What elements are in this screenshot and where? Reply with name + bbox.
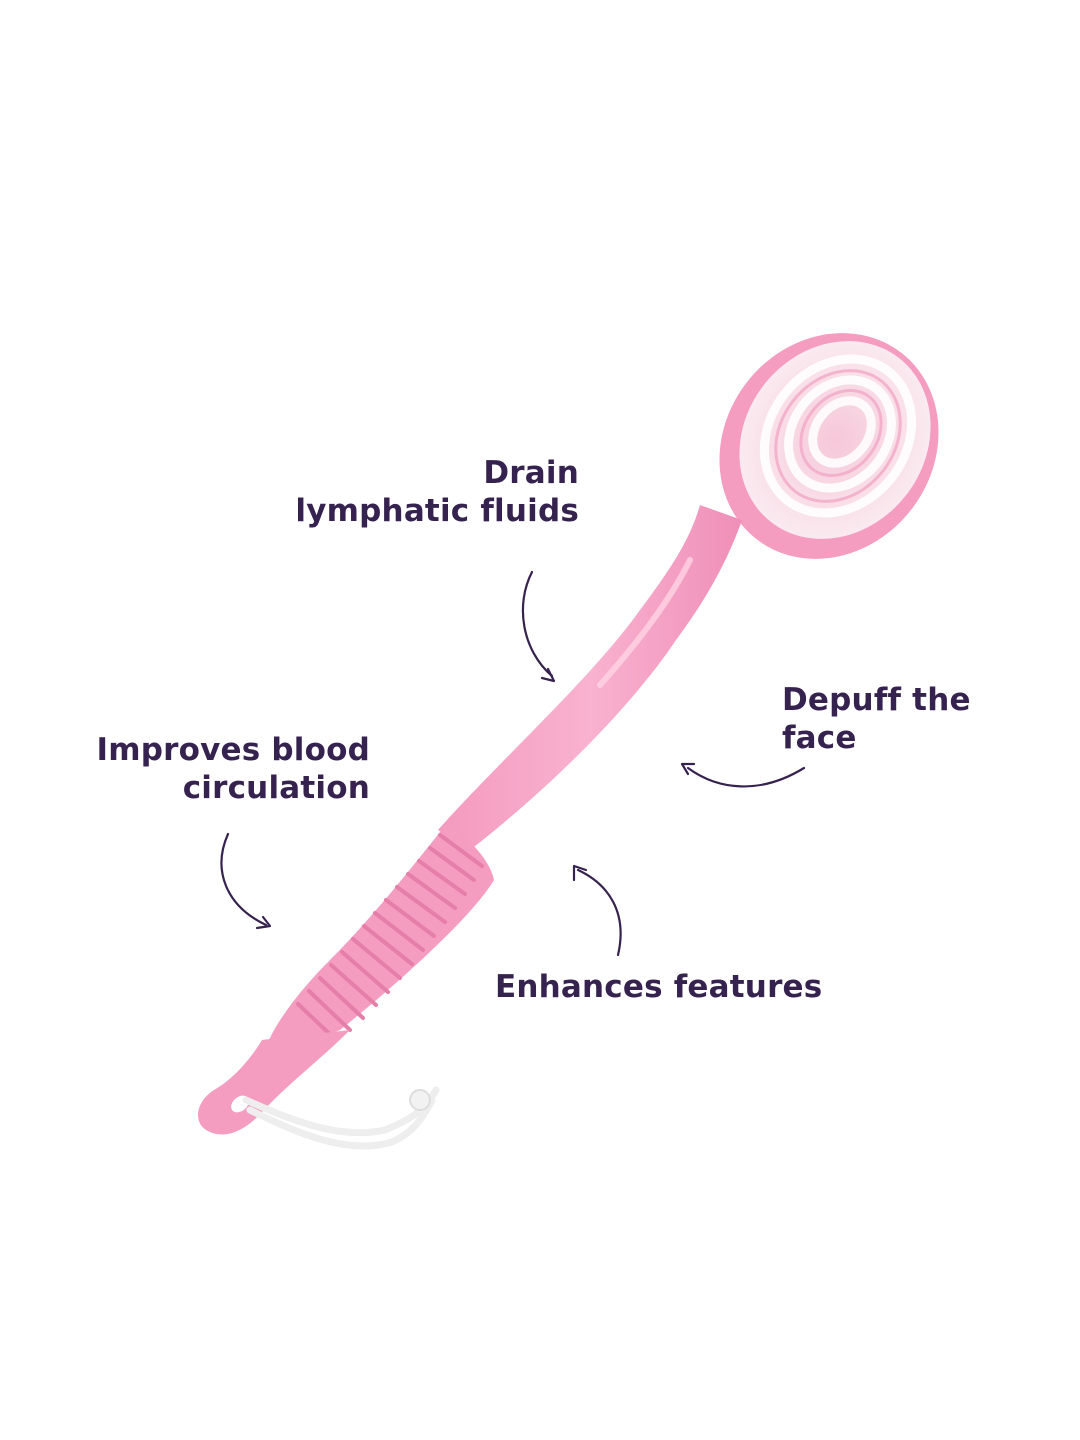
brush-grip xyxy=(262,822,494,1060)
grip-ridges xyxy=(296,833,484,1042)
callout-enhances-features: Enhances features xyxy=(495,968,822,1006)
callout-line: Drain xyxy=(483,455,579,491)
callout-line: Improves blood xyxy=(96,732,370,768)
callout-drain-lymphatic-fluids: Drain lymphatic fluids xyxy=(295,454,579,530)
arrow-depuff xyxy=(680,762,806,788)
arrow-drain xyxy=(521,570,556,683)
brush-head xyxy=(719,333,939,559)
callout-line: Enhances features xyxy=(495,969,823,1005)
brush-shaft xyxy=(438,505,742,850)
arrow-blood xyxy=(220,832,272,930)
arrow-enhances xyxy=(572,864,622,957)
callout-line: face xyxy=(782,720,857,756)
callout-line: circulation xyxy=(182,770,370,806)
callout-line: Depuff the xyxy=(782,682,971,718)
callout-improves-blood-circulation: Improves blood circulation xyxy=(97,731,371,807)
cord-knot xyxy=(409,1089,431,1111)
callout-depuff-face: Depuff the face xyxy=(782,681,971,757)
callout-line: lymphatic fluids xyxy=(295,493,579,529)
